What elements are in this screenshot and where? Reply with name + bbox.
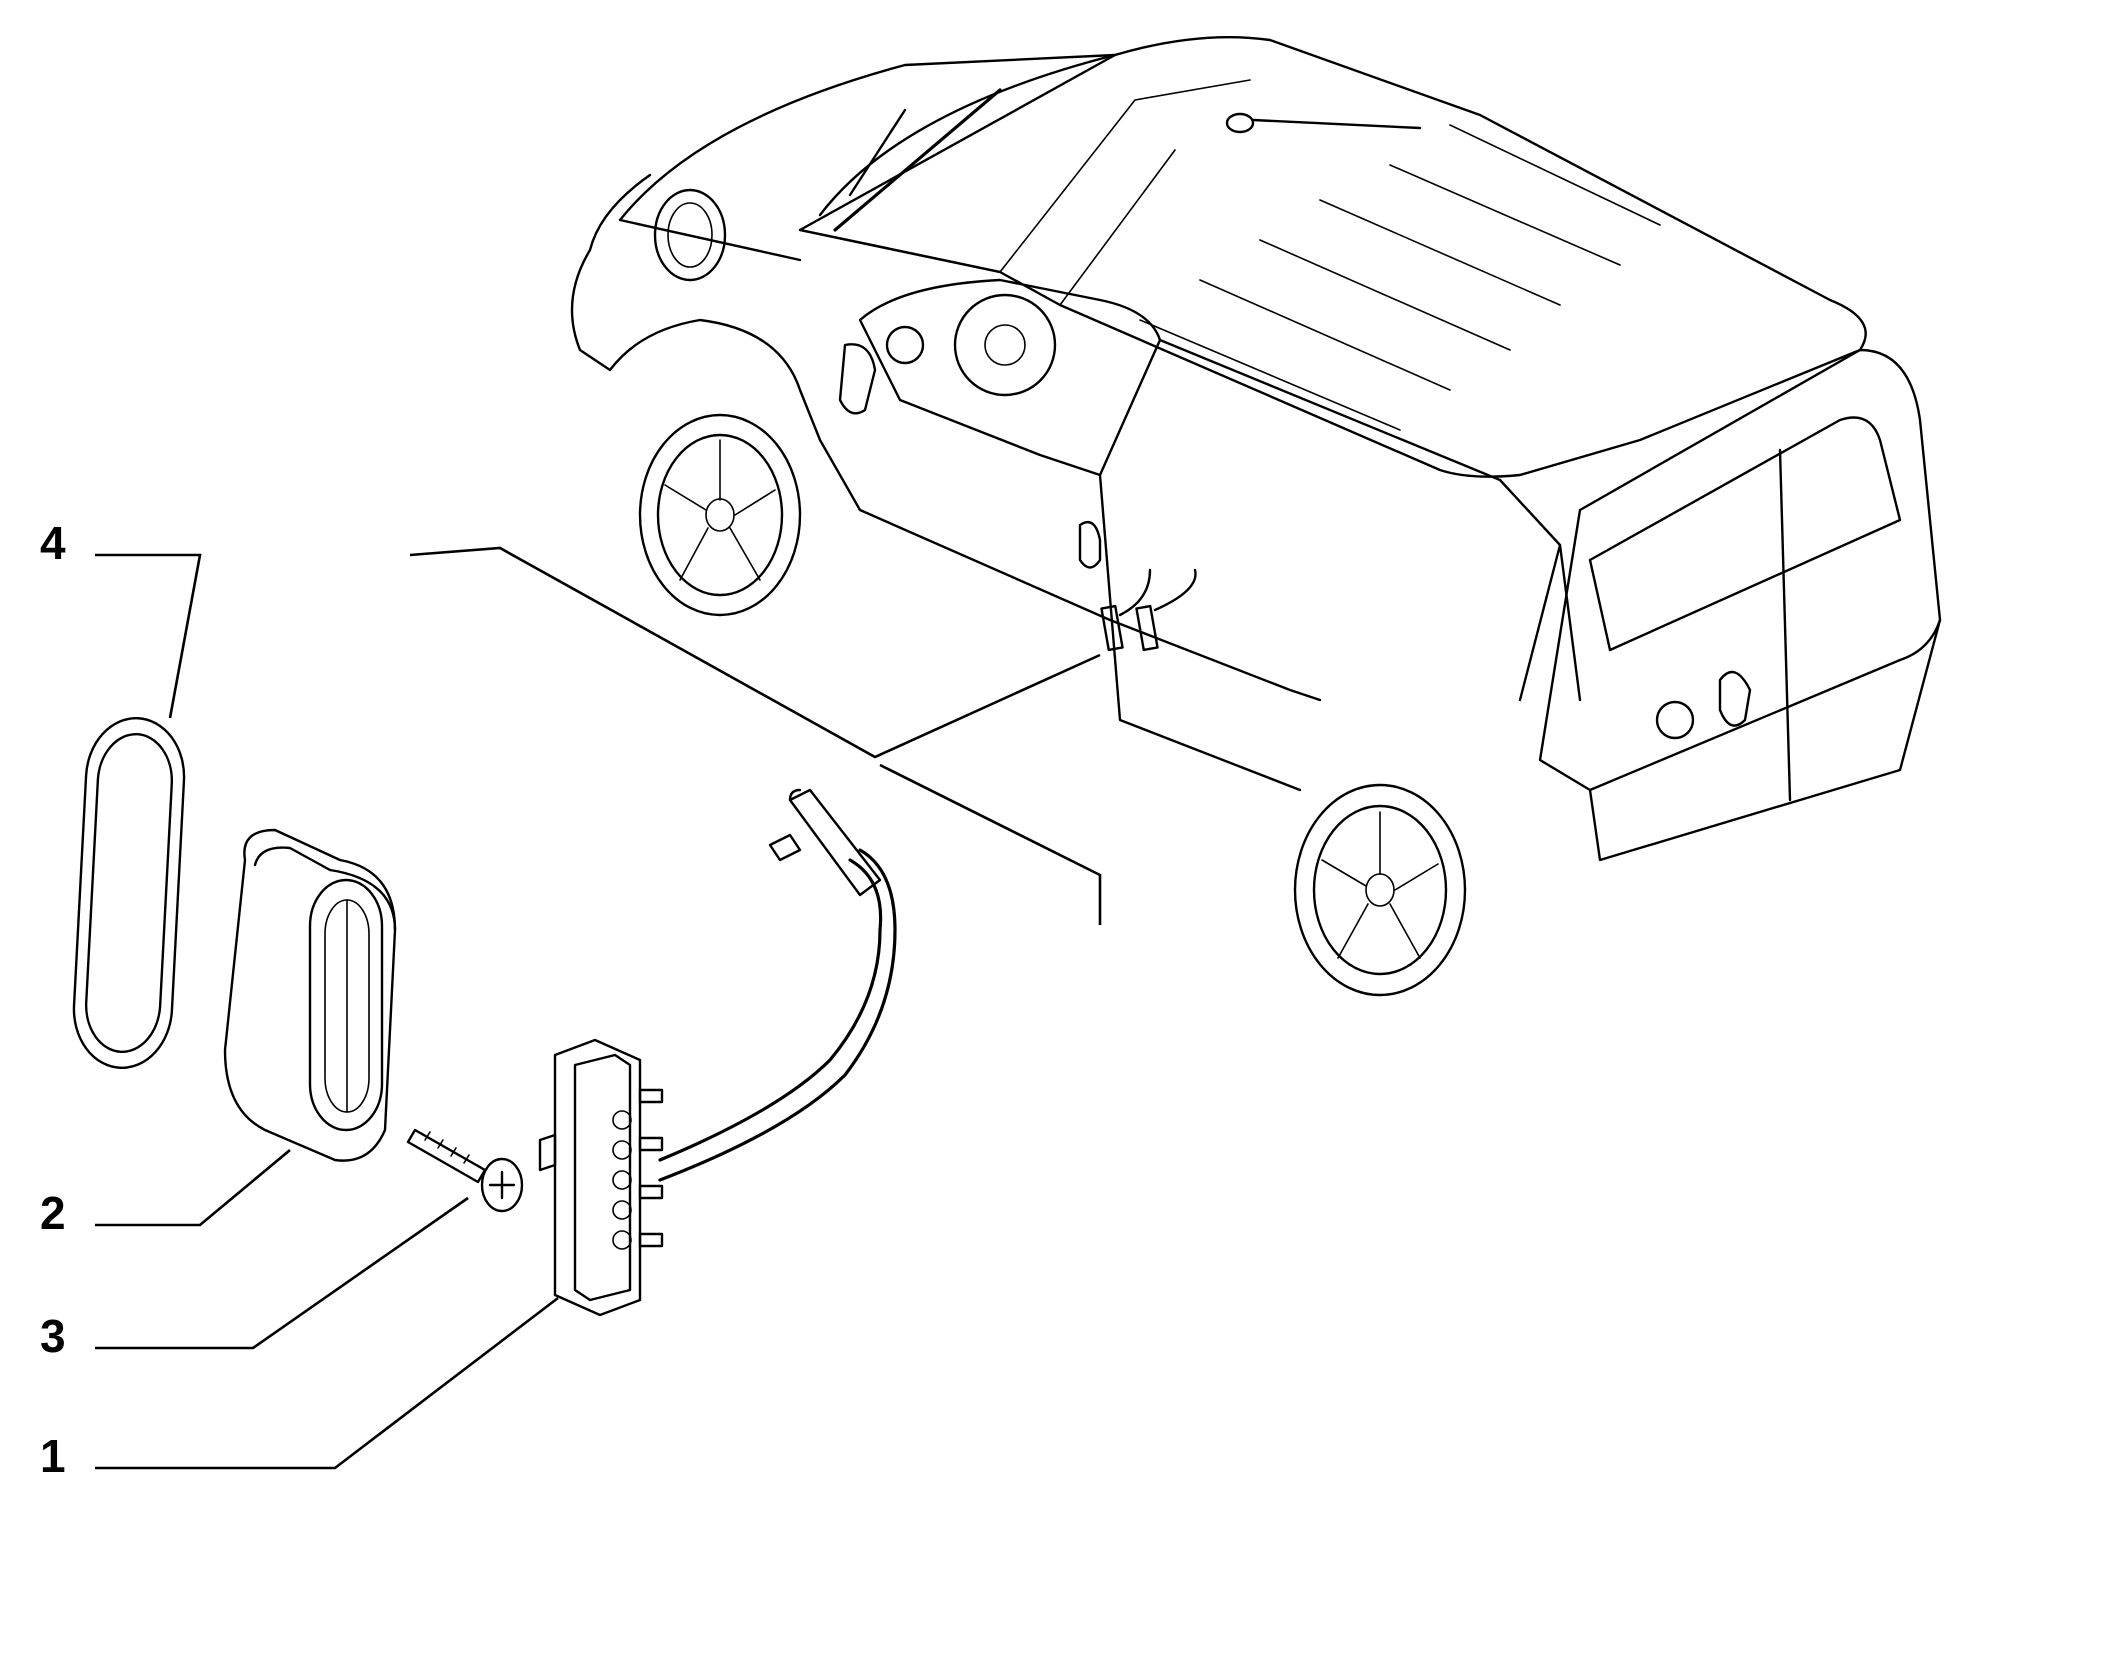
van-front xyxy=(570,248,1322,702)
rear-badge xyxy=(1655,700,1695,740)
part-4-gasket xyxy=(72,716,186,1070)
steering-wheel xyxy=(953,293,1057,397)
assembly-leader xyxy=(409,546,1102,925)
part-1-connector xyxy=(538,1038,664,1317)
van-rear xyxy=(1538,348,1942,792)
van-hood xyxy=(588,53,1117,262)
side-window xyxy=(858,278,1162,477)
leader-1 xyxy=(95,1296,559,1470)
van-windshield xyxy=(798,53,1117,274)
part-2-cover xyxy=(223,828,397,1162)
callout-leaders xyxy=(95,553,559,1470)
leader-4 xyxy=(95,553,202,719)
wiper xyxy=(833,88,1002,232)
wiring-harness xyxy=(658,788,897,1182)
rear-wheel xyxy=(1293,783,1467,997)
roof-antenna xyxy=(1225,112,1422,134)
part-3-screw xyxy=(406,1128,524,1213)
callout-2: 2 xyxy=(40,1187,66,1239)
headlight xyxy=(653,188,727,282)
van-side xyxy=(1098,338,1582,792)
roof-ribs xyxy=(1139,124,1661,431)
door-connector-location xyxy=(1100,568,1197,652)
door-handle xyxy=(1078,520,1102,569)
leader-3 xyxy=(95,1196,469,1350)
van-illustration xyxy=(570,35,1942,997)
leader-2 xyxy=(95,1149,291,1227)
front-wheel xyxy=(638,413,802,617)
side-mirror xyxy=(838,343,877,415)
callout-3: 3 xyxy=(40,1310,66,1362)
rear-window xyxy=(1588,416,1902,652)
van-roof xyxy=(798,35,1867,478)
callout-4: 4 xyxy=(40,517,66,569)
callout-1: 1 xyxy=(40,1430,66,1482)
